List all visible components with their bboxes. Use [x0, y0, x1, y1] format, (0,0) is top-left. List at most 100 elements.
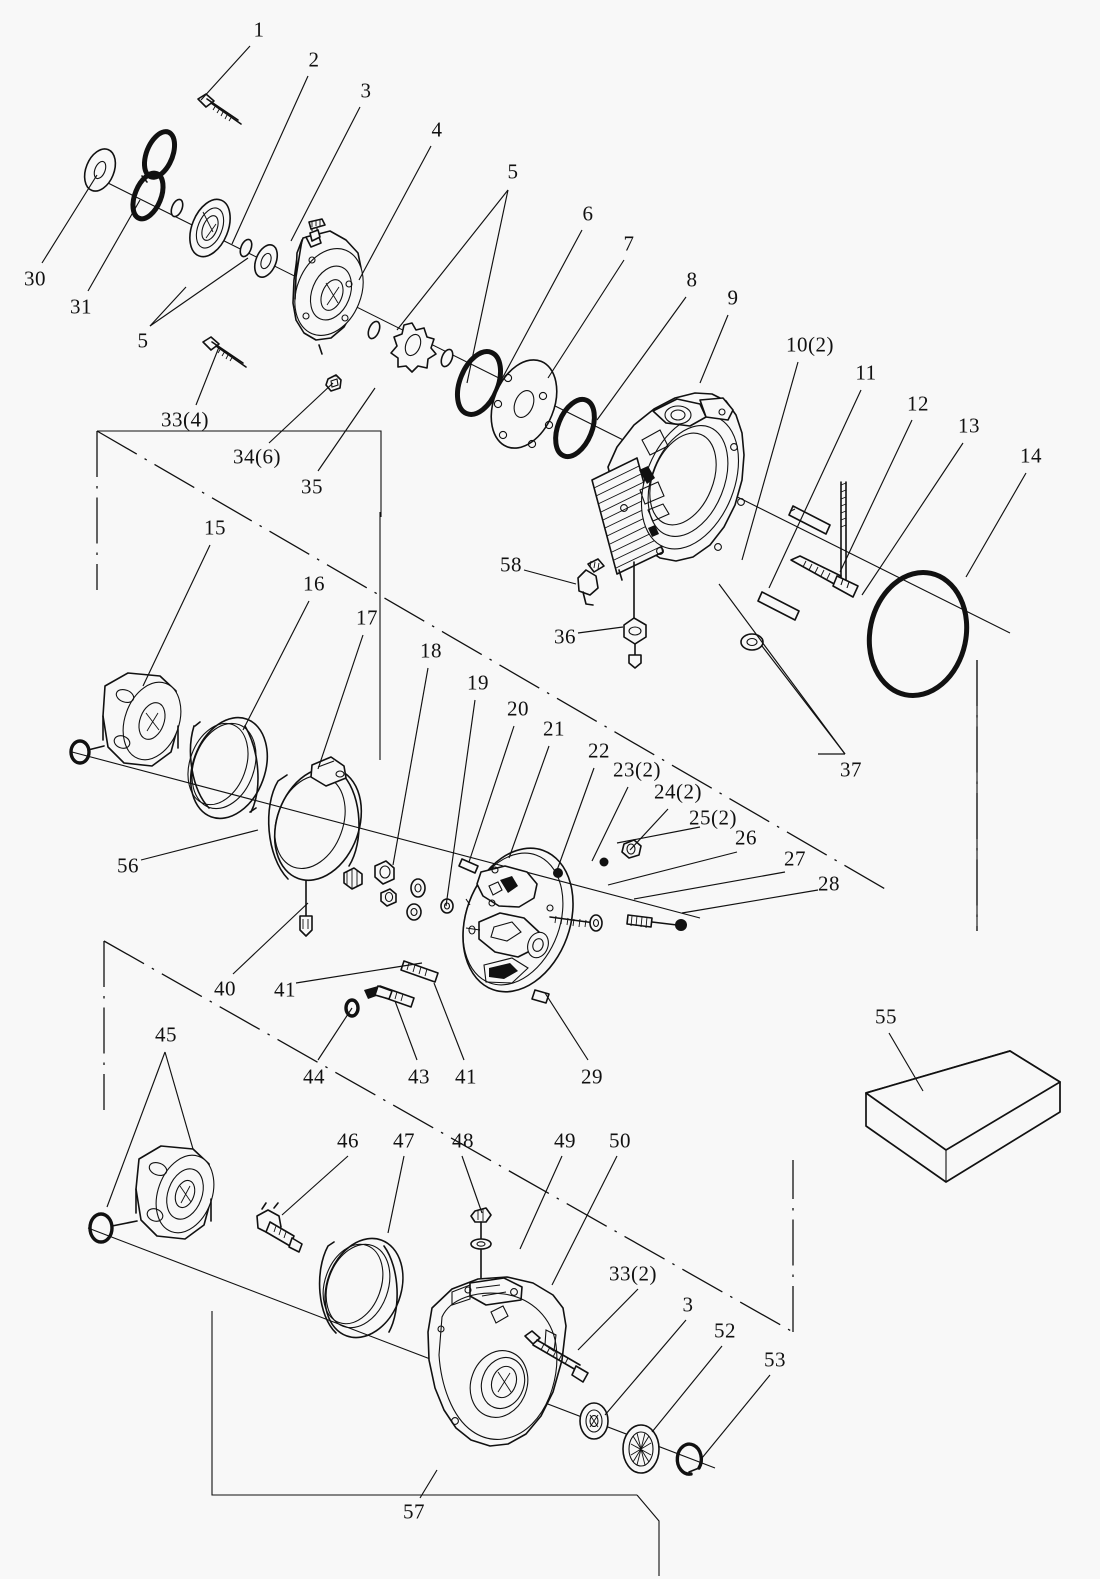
leader-line-c22 [555, 767, 595, 874]
part-5d-small-spacer [440, 348, 454, 368]
part-26-27-28-screw-assembly [549, 914, 687, 932]
leader-line-c1 [200, 45, 251, 101]
part-58-fitting [577, 558, 605, 606]
part-11-stud [840, 481, 847, 586]
callout-label-29: 29 [581, 1064, 603, 1089]
callout-label-22: 22 [588, 738, 610, 763]
leader-line-c5a [396, 189, 509, 331]
callout-label-37: 37 [840, 757, 862, 782]
part-30-washer [83, 148, 117, 192]
callout-label-27: 27 [784, 846, 806, 871]
part-21-control-plate [462, 847, 574, 993]
leader-line-c36 [577, 626, 624, 634]
callout-label-5: 5 [137, 328, 149, 353]
leader-line-c34 [268, 382, 334, 444]
callout-label-7: 7 [623, 231, 635, 256]
leader-line-c29 [544, 992, 589, 1061]
leader-line-c35 [317, 387, 376, 472]
part-10b-dowel-pin-lower [757, 591, 800, 621]
part-34-nut [325, 374, 342, 392]
leader-line-c33b [577, 1288, 639, 1351]
callout-label-16: 16 [303, 571, 325, 596]
part-45-end-cap-lower [135, 1145, 215, 1240]
leader-line-c3b [604, 1319, 687, 1416]
section-boundary-upper [96, 430, 978, 931]
leader-line-c7 [547, 259, 625, 379]
part-18-nut-cluster [343, 858, 479, 921]
part-2-bearing [189, 198, 231, 258]
leader-line-c25 [616, 826, 701, 844]
leader-line-c46 [281, 1155, 349, 1216]
leader-line-c48 [461, 1155, 483, 1214]
part-57-lower-housing [427, 1276, 567, 1447]
callout-label-17: 17 [356, 605, 378, 630]
leader-line-c56 [140, 829, 259, 861]
leader-line-c57 [419, 1469, 438, 1499]
part-31-retaining-ring [130, 129, 178, 222]
callout-label-58: 58 [500, 552, 522, 577]
callout-label-48: 48 [452, 1128, 474, 1153]
callout-label-20: 20 [507, 696, 529, 721]
part-5b-small-spacer [239, 238, 253, 258]
part-33-bolt-lower [202, 336, 247, 368]
leader-line-c14 [965, 472, 1027, 578]
part-3-pump-body [292, 218, 364, 355]
callout-label-31: 31 [70, 294, 92, 319]
callout-label-102: 10(2) [786, 332, 834, 357]
leader-line-c12 [839, 419, 913, 573]
callout-label-55: 55 [875, 1004, 897, 1029]
callout-label-332: 33(2) [609, 1261, 657, 1286]
part-10-dowel-pin-upper [788, 505, 831, 535]
callout-label-45: 45 [155, 1022, 177, 1047]
callout-label-30: 30 [24, 266, 46, 291]
part-13-washer [740, 633, 764, 651]
leader-line-c20 [468, 725, 515, 863]
callout-label-242: 24(2) [654, 779, 702, 804]
leader-line-c21 [508, 745, 550, 859]
leader-line-c4 [358, 145, 432, 281]
callout-label-346: 34(6) [233, 444, 281, 469]
leader-line-c58 [523, 569, 577, 585]
callout-label-53: 53 [764, 1347, 786, 1372]
leader-line-c5b [149, 286, 187, 327]
callout-label-18: 18 [420, 638, 442, 663]
leader-line-c28 [681, 889, 819, 914]
leader-line-c23 [591, 786, 629, 862]
callout-label-56: 56 [117, 853, 139, 878]
leader-line-c53 [701, 1374, 771, 1459]
callout-label-41: 41 [274, 977, 296, 1002]
callout-label-8: 8 [686, 267, 698, 292]
leader-line-c2 [231, 75, 309, 245]
callout-label-57: 57 [403, 1499, 425, 1524]
leader-line-c26 [607, 851, 738, 886]
callout-label-19: 19 [467, 670, 489, 695]
leader-line-c41b [433, 982, 465, 1061]
part-52-gear [622, 1424, 660, 1474]
part-45b-plug [88, 1212, 138, 1244]
section-boundary-lower [103, 940, 794, 1333]
leader-line-c27 [633, 871, 786, 900]
callout-label-35: 35 [301, 474, 323, 499]
leader-line-c37 [718, 583, 846, 755]
part-3b-bearing-small [579, 1402, 609, 1440]
part-23-pin [599, 857, 609, 867]
part-22-pin [553, 868, 563, 878]
callout-label-252: 25(2) [689, 805, 737, 830]
leader-line-c50 [551, 1155, 618, 1286]
callout-label-9: 9 [727, 285, 739, 310]
callout-label-3: 3 [360, 78, 372, 103]
callout-label-47: 47 [393, 1128, 415, 1153]
leader-line-c37c [761, 645, 846, 755]
callout-label-21: 21 [543, 716, 565, 741]
callout-label-43: 43 [408, 1064, 430, 1089]
callout-label-26: 26 [735, 825, 757, 850]
part-15b-plug [69, 739, 105, 765]
part-8-o-ring-2 [553, 396, 597, 460]
callout-label-2: 2 [308, 47, 320, 72]
callout-label-14: 14 [1020, 443, 1042, 468]
callout-label-1: 1 [253, 17, 265, 42]
leader-line-c5a2 [466, 189, 509, 384]
callout-label-28: 28 [818, 871, 840, 896]
part-55-box [865, 1050, 1061, 1183]
